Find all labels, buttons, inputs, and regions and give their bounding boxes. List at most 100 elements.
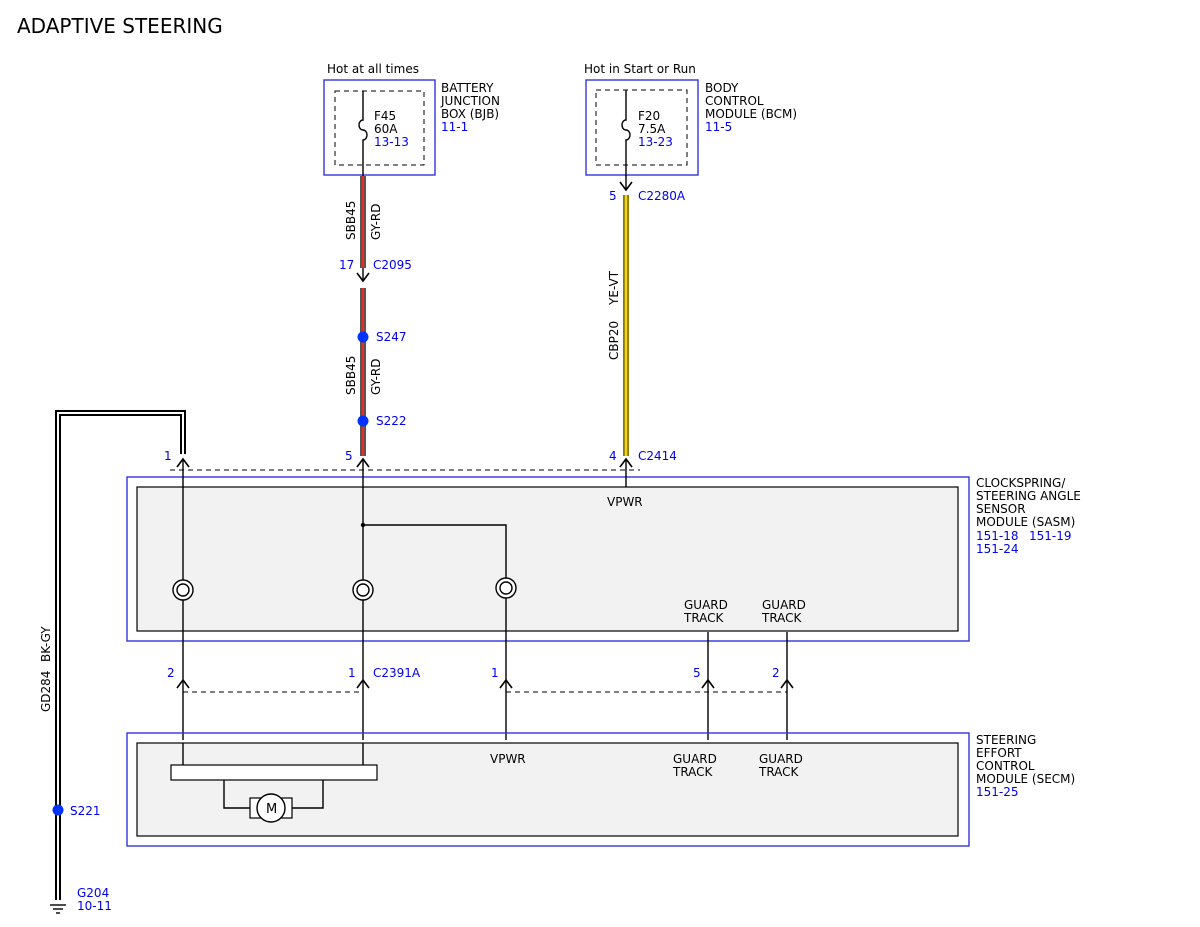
secm-vpwr-label: VPWR bbox=[490, 752, 526, 766]
bcm-name-line-1: BODY bbox=[705, 81, 739, 95]
bcm-fuse-ref[interactable]: 13-23 bbox=[638, 135, 673, 149]
c2280a-name: C2280A bbox=[638, 189, 686, 203]
bcm-name-line-2: CONTROL bbox=[705, 94, 764, 108]
bjb-name-line-2: JUNCTION bbox=[440, 94, 500, 108]
ground-name[interactable]: G204 bbox=[77, 886, 109, 900]
sbb45-upper-color: GY-RD bbox=[369, 203, 383, 240]
sasm-guard2-line-1: GUARD bbox=[762, 598, 806, 612]
c2391a-pin2-arrow-icon bbox=[176, 678, 190, 689]
bcm-power-label: Hot in Start or Run bbox=[584, 62, 696, 76]
c2414-pin5-arrow-icon bbox=[356, 457, 370, 468]
c2280a-pin: 5 bbox=[609, 189, 617, 203]
motor-lead-right bbox=[292, 780, 324, 809]
clockspring-coil-icon-2 bbox=[352, 579, 374, 601]
sbb45-lower-color: GY-RD bbox=[369, 358, 383, 395]
c2391a-pin-5: 5 bbox=[693, 666, 701, 680]
bjb-fuse-name: F45 bbox=[374, 109, 396, 123]
secm-module-box bbox=[126, 732, 970, 847]
sasm-name-line-2: STEERING ANGLE bbox=[976, 489, 1081, 503]
secm-guard1-line-1: GUARD bbox=[673, 752, 717, 766]
c2414-pin-5: 5 bbox=[345, 449, 353, 463]
secm-guard2-line-1: GUARD bbox=[759, 752, 803, 766]
sasm-name-line-3: SENSOR bbox=[976, 502, 1026, 516]
sasm-guard2-line-2: TRACK bbox=[761, 611, 803, 625]
secm-name-line-3: CONTROL bbox=[976, 759, 1035, 773]
bjb-fuse-rating: 60A bbox=[374, 122, 398, 136]
clockspring-coil-icon-1 bbox=[172, 579, 194, 601]
sasm-ref-3[interactable]: 151-24 bbox=[976, 542, 1019, 556]
ground-ref[interactable]: 10-11 bbox=[77, 899, 112, 913]
bjb-ref[interactable]: 11-1 bbox=[441, 120, 468, 134]
secm-name-line-4: MODULE (SECM) bbox=[976, 772, 1075, 786]
splice-s222[interactable] bbox=[357, 415, 369, 427]
motor-lead-left bbox=[223, 780, 250, 809]
c2414-pin1-arrow-icon bbox=[176, 457, 190, 468]
c2391a-pin-2b: 2 bbox=[772, 666, 780, 680]
secm-guard1-line-2: TRACK bbox=[672, 765, 714, 779]
bjb-fuse-box bbox=[334, 90, 425, 166]
cbp20-circuit: CBP20 bbox=[607, 321, 621, 360]
motor-driver-bar bbox=[170, 764, 378, 781]
sasm-vpwr-label: VPWR bbox=[607, 495, 643, 509]
c2391a-pin-1b: 1 bbox=[491, 666, 499, 680]
c2414-pin-4: 4 bbox=[609, 449, 617, 463]
c2414-name: C2414 bbox=[638, 449, 677, 463]
c2095-name: C2095 bbox=[373, 258, 412, 272]
gd284-wire-inner bbox=[57, 412, 184, 900]
secm-ref[interactable]: 151-25 bbox=[976, 785, 1019, 799]
sbb45-lower-wire-inner bbox=[361, 288, 365, 456]
c2391a-pin5-arrow-icon bbox=[701, 678, 715, 689]
c2280a-pin-arrow-icon bbox=[619, 181, 633, 192]
bcm-ref[interactable]: 11-5 bbox=[705, 120, 732, 134]
c2095-pin: 17 bbox=[339, 258, 354, 272]
bcm-name-line-3: MODULE (BCM) bbox=[705, 107, 797, 121]
c2391a-pin-1: 1 bbox=[348, 666, 356, 680]
bcm-box bbox=[585, 79, 699, 176]
secm-guard2-line-2: TRACK bbox=[758, 765, 800, 779]
sbb45-upper-circuit: SBB45 bbox=[344, 201, 358, 240]
c2391a-name: C2391A bbox=[373, 666, 421, 680]
c2414-pin-1: 1 bbox=[164, 449, 172, 463]
c2391a-pin-2: 2 bbox=[167, 666, 175, 680]
s222-label: S222 bbox=[376, 414, 407, 428]
bcm-fuse-box bbox=[595, 89, 688, 166]
clockspring-coil-icon-3 bbox=[495, 577, 517, 599]
s247-label: S247 bbox=[376, 330, 407, 344]
c2391a-pin1b-arrow-icon bbox=[499, 678, 513, 689]
secm-name-line-1: STEERING bbox=[976, 733, 1036, 747]
bjb-fuse-ref[interactable]: 13-13 bbox=[374, 135, 409, 149]
sasm-wire-branch bbox=[363, 524, 507, 580]
sasm-name-line-4: MODULE (SASM) bbox=[976, 515, 1075, 529]
secm-name-line-2: EFFORT bbox=[976, 746, 1022, 760]
sasm-ref-2[interactable]: 151-19 bbox=[1029, 529, 1072, 543]
bjb-name-line-1: BATTERY bbox=[441, 81, 494, 95]
cbp20-color: YE-VT bbox=[607, 270, 621, 306]
sasm-name-line-1: CLOCKSPRING/ bbox=[976, 476, 1066, 490]
sasm-guard1-line-1: GUARD bbox=[684, 598, 728, 612]
c2391a-pin1-arrow-icon bbox=[356, 678, 370, 689]
s221-label: S221 bbox=[70, 804, 101, 818]
motor-icon bbox=[256, 793, 286, 823]
bcm-fuse-name: F20 bbox=[638, 109, 660, 123]
gd284-circuit: GD284 bbox=[39, 671, 53, 712]
bjb-power-label: Hot at all times bbox=[327, 62, 419, 76]
bcm-fuse-icon bbox=[621, 90, 631, 190]
diagram-title: ADAPTIVE STEERING bbox=[17, 14, 223, 38]
sasm-module-box bbox=[126, 476, 970, 642]
sasm-inner-box bbox=[136, 486, 959, 632]
splice-s221[interactable] bbox=[52, 804, 64, 816]
sbb45-upper-wire-inner bbox=[361, 176, 365, 268]
bjb-name-line-3: BOX (BJB) bbox=[441, 107, 499, 121]
c2414-pin4-arrow-icon bbox=[619, 457, 633, 468]
bjb-fuse-icon bbox=[358, 91, 368, 176]
sbb45-lower-circuit: SBB45 bbox=[344, 356, 358, 395]
splice-s247[interactable] bbox=[357, 331, 369, 343]
bcm-fuse-rating: 7.5A bbox=[638, 122, 666, 136]
secm-inner-box bbox=[136, 742, 959, 837]
sasm-guard1-line-2: TRACK bbox=[683, 611, 725, 625]
gd284-color: BK-GY bbox=[39, 626, 53, 662]
sasm-junction-dot bbox=[360, 522, 366, 528]
sasm-ref-1[interactable]: 151-18 bbox=[976, 529, 1019, 543]
cbp20-wire-inner bbox=[624, 195, 628, 456]
motor-label: M bbox=[266, 802, 277, 817]
